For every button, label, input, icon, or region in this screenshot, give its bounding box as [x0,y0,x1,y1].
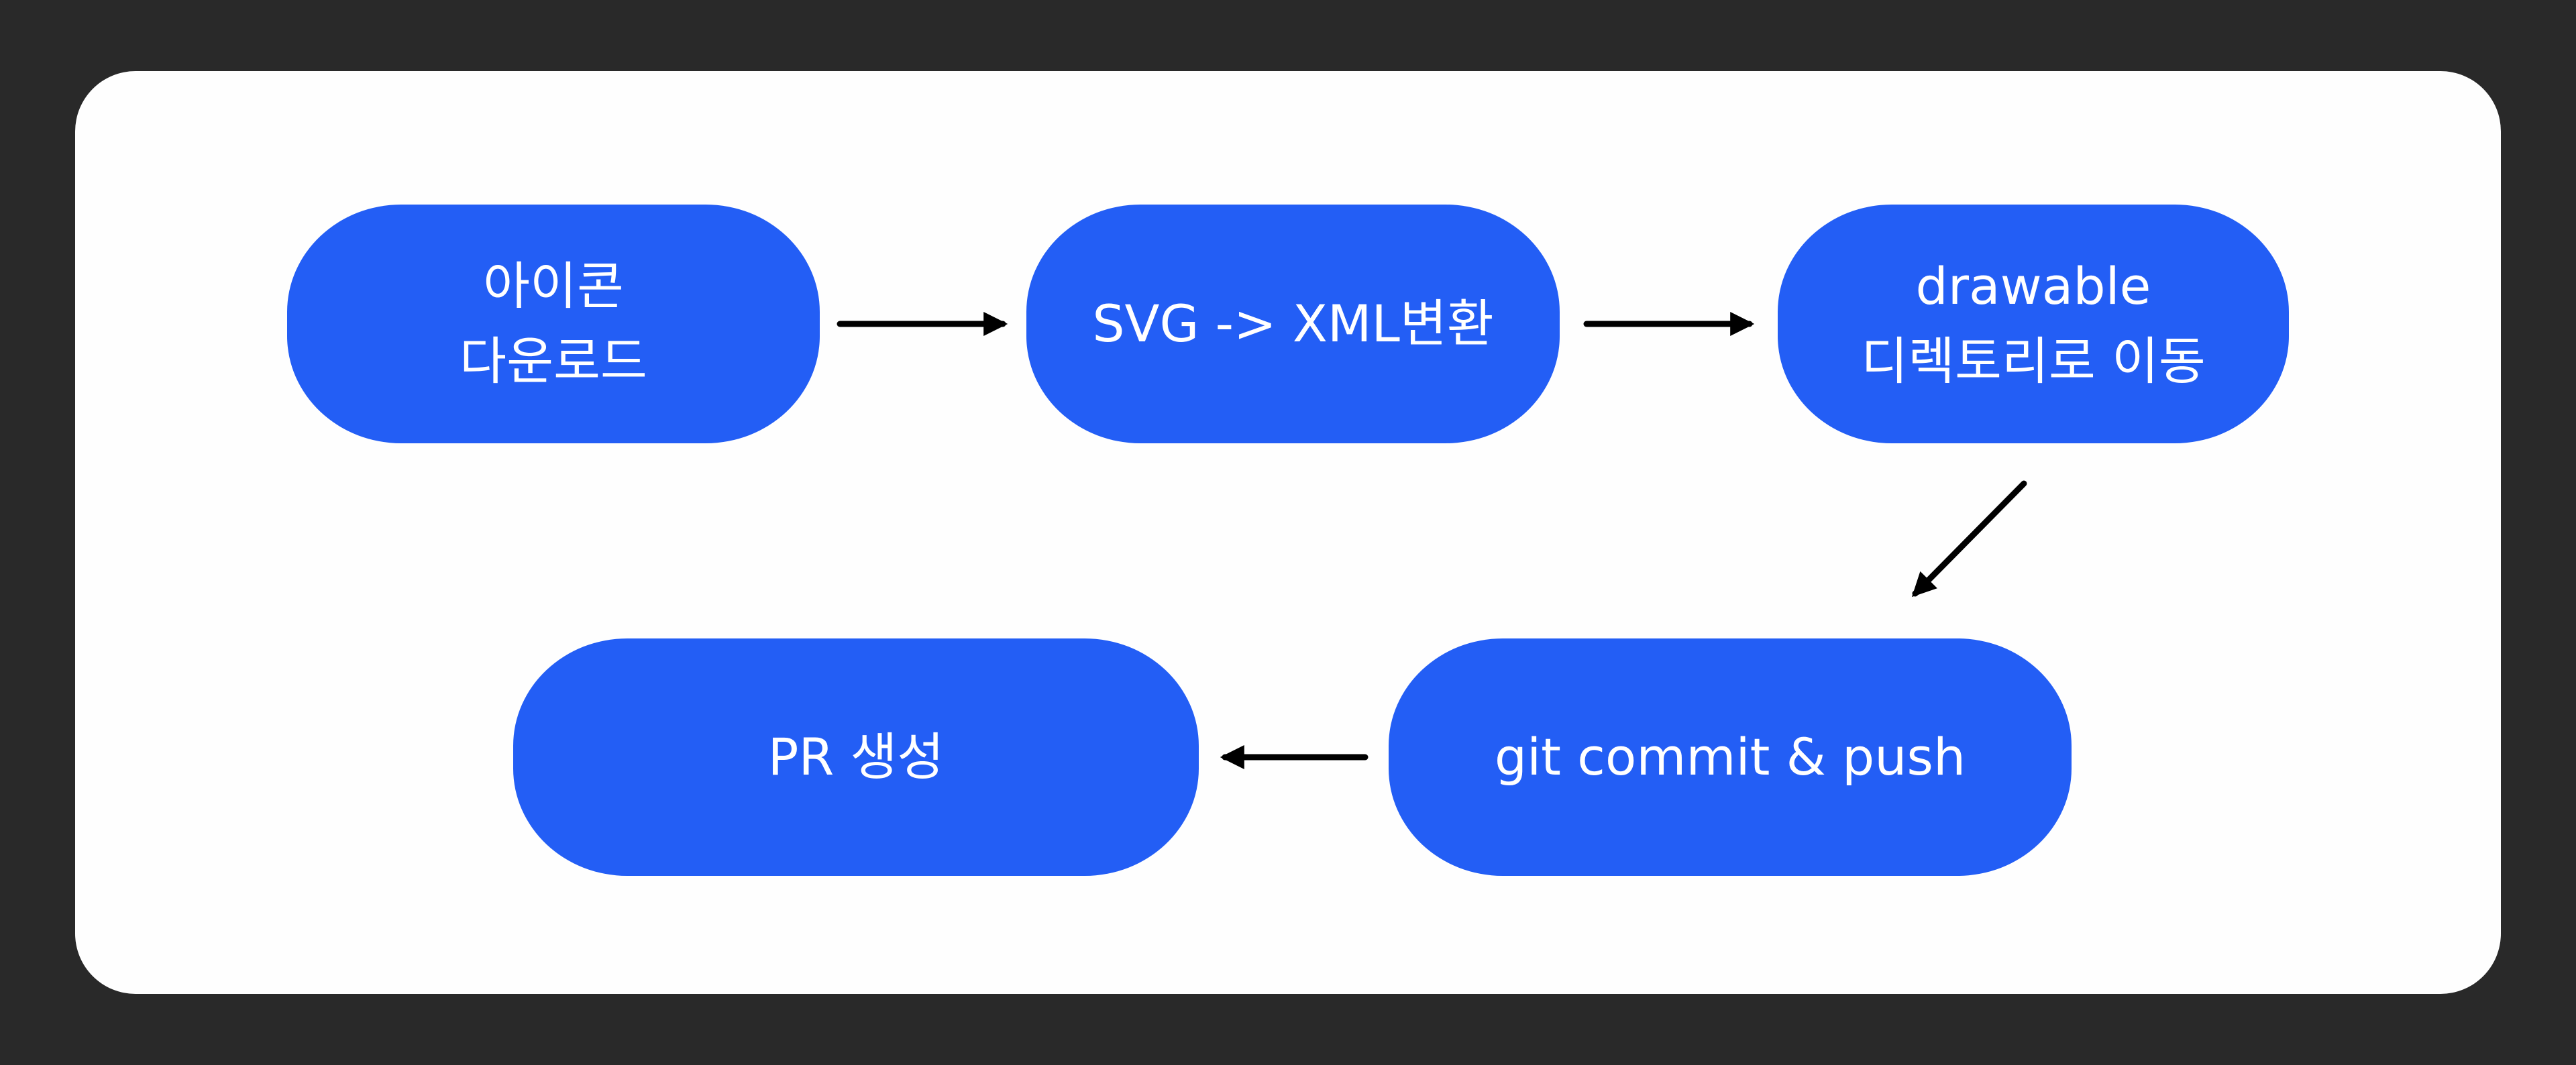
flow-node-label: SVG -> XML변환 [1092,294,1494,353]
flow-node-move-to-drawable: drawable 디렉토리로 이동 [1778,205,2289,443]
flow-node-icon-download: 아이콘 다운로드 [287,205,820,443]
flow-node-label: PR 생성 [767,727,945,787]
flow-node-create-pr: PR 생성 [513,638,1199,876]
flow-node-label: drawable 디렉토리로 이동 [1861,256,2206,391]
flow-node-label: git commit & push [1494,727,1966,787]
flow-node-git-commit-push: git commit & push [1389,638,2072,876]
flow-node-svg-to-xml: SVG -> XML변환 [1026,205,1560,443]
flow-node-label: 아이콘 다운로드 [460,256,647,391]
